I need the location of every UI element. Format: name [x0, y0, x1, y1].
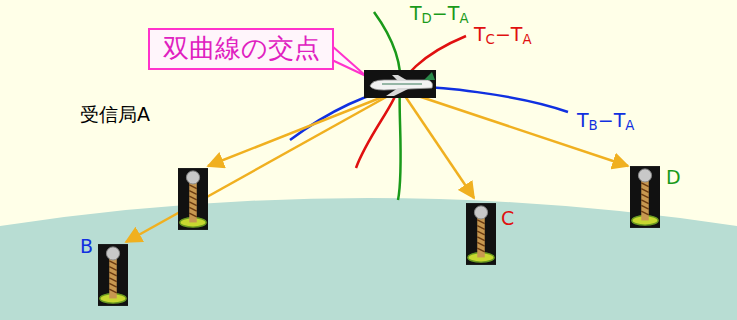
signal-arrows: [126, 94, 628, 242]
subscript: A: [459, 11, 468, 26]
station-label: D: [666, 167, 681, 188]
station-icon: [178, 168, 208, 230]
hyperbola: [374, 12, 401, 200]
station-icon: [466, 203, 496, 265]
subscript: A: [522, 32, 531, 47]
station-icon: [98, 244, 128, 306]
time-difference-label: TC−TA: [474, 24, 532, 48]
callout-tail: [332, 46, 366, 76]
subscript: B: [589, 118, 598, 133]
station-label: B: [80, 236, 93, 257]
subscript: C: [486, 32, 495, 47]
airplane: [364, 70, 436, 98]
subscript: D: [422, 11, 432, 26]
time-difference-label: TD−TA: [410, 3, 469, 27]
subscript: A: [625, 118, 634, 133]
ground: [0, 198, 737, 320]
station-label: 受信局A: [80, 104, 150, 125]
station-icon: [630, 166, 660, 228]
callout-text: 双曲線の交点: [163, 34, 320, 64]
station-label: C: [501, 208, 514, 229]
time-difference-label: TB−TA: [577, 110, 634, 134]
callout-box: 双曲線の交点: [148, 28, 334, 70]
